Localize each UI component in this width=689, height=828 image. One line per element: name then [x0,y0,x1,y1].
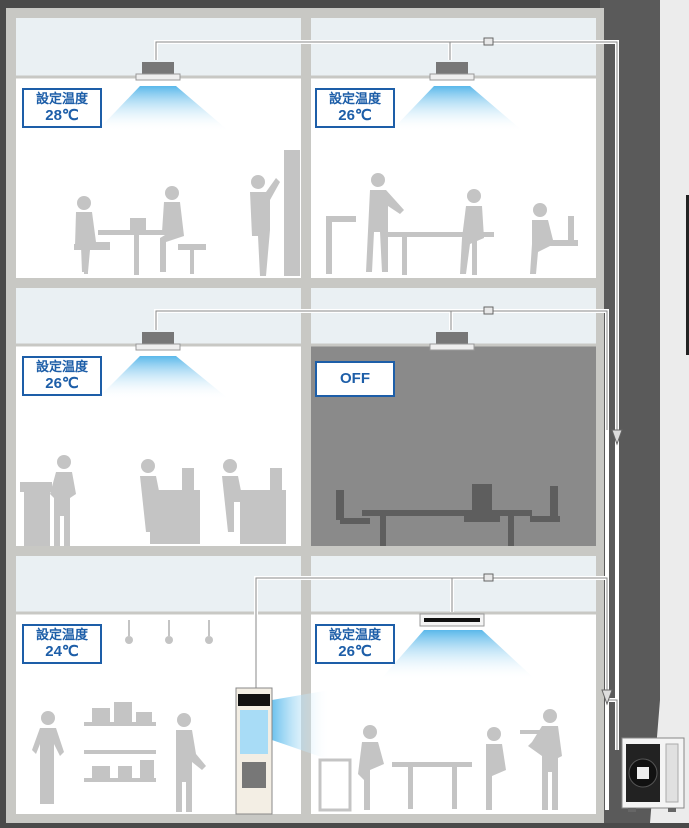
temperature-value: 28℃ [24,107,100,124]
set-temp-label: 設定温度 [24,626,100,643]
temp-tag-1f-left: 設定温度 24℃ [22,624,102,664]
set-temp-label: 設定温度 [24,90,100,107]
temperature-value: 26℃ [24,375,100,392]
temp-tag-3f-left: 設定温度 28℃ [22,88,102,128]
set-temp-label: 設定温度 [24,358,100,375]
temp-tag-1f-right: 設定温度 26℃ [315,624,395,664]
status-off-tag-2f-right: OFF [315,361,395,397]
outdoor-unit [622,738,684,812]
temp-tag-2f-left: 設定温度 26℃ [22,356,102,396]
temperature-value: 26℃ [317,107,393,124]
set-temp-label: 設定温度 [317,90,393,107]
cassette-unit-2f-right-off [430,332,474,350]
temperature-value: 24℃ [24,643,100,660]
set-temp-label: 設定温度 [317,626,393,643]
temp-tag-3f-right: 設定温度 26℃ [315,88,395,128]
temperature-value: 26℃ [317,643,393,660]
